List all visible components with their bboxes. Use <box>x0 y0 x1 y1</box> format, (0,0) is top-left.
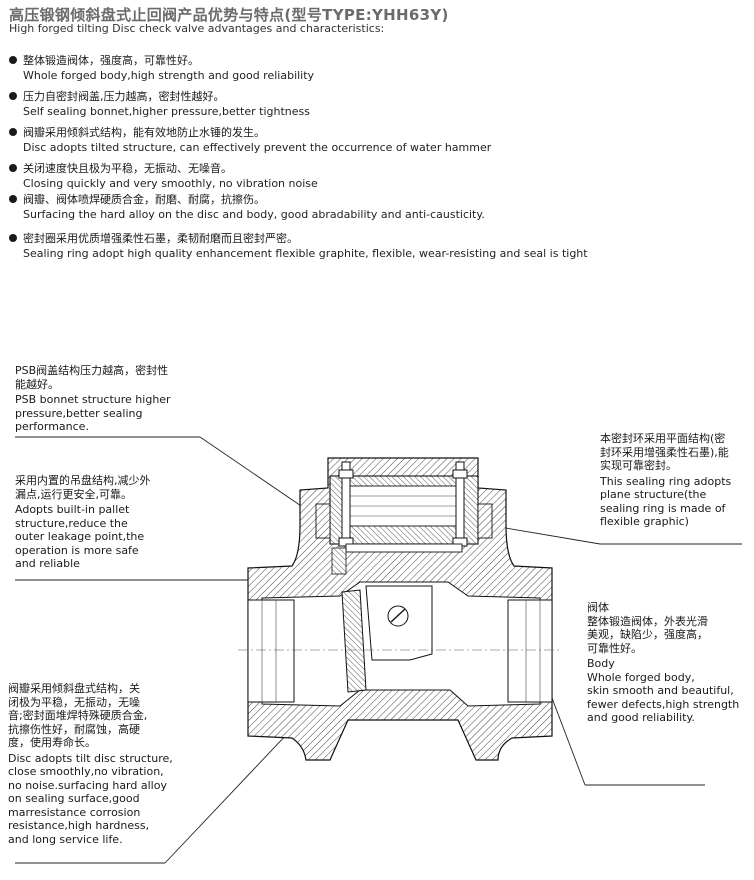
callout-zh: 阀体 整体锻造阀体，外表光滑 美观，缺陷少，强度高， 可靠性好。 <box>587 601 708 655</box>
outlet-socket <box>507 599 553 703</box>
callout-pallet: 采用内置的吊盘结构,减少外 漏点,运行更安全,可靠。 Adopts built-… <box>15 474 215 571</box>
callout-en: Disc adopts tilt disc structure, close s… <box>8 751 173 846</box>
callout-en: Adopts built-in pallet structure,reduce … <box>15 503 145 570</box>
feature-item: 阀瓣、阀体喷焊硬质合金，耐磨、耐腐，抗擦伤。 Surfacing the har… <box>9 193 749 222</box>
callout-zh: 阀瓣采用倾斜盘式结构，关 闭极为平稳，无振动，无噪 音;密封面堆焊特殊硬质合金,… <box>8 682 148 749</box>
page-title: 高压锻钢倾斜盘式止回阀产品优势与特点(型号TYPE:YHH63Y) <box>9 6 449 24</box>
feature-list: 整体锻造阀体，强度高，可靠性好。 Whole forged body,high … <box>9 54 749 268</box>
callout-en: Body Whole forged body, skin smooth and … <box>587 657 740 724</box>
feature-zh: 压力自密封阀盖,压力越高，密封性越好。 <box>23 90 225 103</box>
feature-zh: 密封圈采用优质增强柔性石墨，柔韧耐磨而且密封严密。 <box>23 232 298 245</box>
feature-item: 关闭速度快且极为平稳，无振动、无噪音。 Closing quickly and … <box>9 162 749 191</box>
bonnet-internal-lines <box>346 495 462 517</box>
bullet-icon <box>9 92 17 100</box>
socket-detail-lines <box>261 600 541 702</box>
page-subtitle: High forged tilting Disc check valve adv… <box>9 22 385 35</box>
callout-zh: PSB阀盖结构压力越高，密封性 能越好。 <box>15 364 169 391</box>
callout-sealing-ring: 本密封环采用平面结构(密 封环采用增强柔性石墨),能 实现可靠密封。 This … <box>600 432 750 529</box>
tilting-disc <box>341 589 367 693</box>
hinge-pin-slot <box>390 608 406 623</box>
callout-zh: 本密封环采用平面结构(密 封环采用增强柔性石墨),能 实现可靠密封。 <box>600 432 729 472</box>
feature-en: Sealing ring adopt high quality enhancem… <box>23 247 588 260</box>
bullet-icon <box>9 234 17 242</box>
feature-en: Self sealing bonnet,higher pressure,bett… <box>23 105 310 118</box>
right-lug <box>477 503 493 539</box>
sealing-ring <box>345 543 463 553</box>
inlet-socket <box>247 599 295 703</box>
feature-item: 密封圈采用优质增强柔性石墨，柔韧耐磨而且密封严密。 Sealing ring a… <box>9 232 749 261</box>
callout-psb-bonnet: PSB阀盖结构压力越高，密封性 能越好。 PSB bonnet structur… <box>15 364 215 434</box>
feature-en: Disc adopts tilted structure, can effect… <box>23 141 492 154</box>
left-lug <box>315 503 331 539</box>
feature-en: Whole forged body,high strength and good… <box>23 69 315 82</box>
feature-zh: 关闭速度快且极为平稳，无振动、无噪音。 <box>23 162 232 175</box>
callout-en: PSB bonnet structure higher pressure,bet… <box>15 393 171 433</box>
feature-zh: 整体锻造阀体，强度高，可靠性好。 <box>23 54 199 67</box>
callout-disc: 阀瓣采用倾斜盘式结构，关 闭极为平稳，无振动，无噪 音;密封面堆焊特殊硬质合金,… <box>8 682 208 846</box>
bullet-icon <box>9 195 17 203</box>
feature-item: 阀瓣采用倾斜式结构，能有效地防止水锤的发生。 Disc adopts tilte… <box>9 126 749 155</box>
pressure-seal <box>331 547 347 575</box>
bullet-icon <box>9 56 17 64</box>
bullet-icon <box>9 164 17 172</box>
feature-zh: 阀瓣采用倾斜式结构，能有效地防止水锤的发生。 <box>23 126 265 139</box>
feature-item: 压力自密封阀盖,压力越高，密封性越好。 Self sealing bonnet,… <box>9 90 749 119</box>
feature-zh: 阀瓣、阀体喷焊硬质合金，耐磨、耐腐，抗擦伤。 <box>23 193 265 206</box>
feature-item: 整体锻造阀体，强度高，可靠性好。 Whole forged body,high … <box>9 54 749 83</box>
callout-en: This sealing ring adopts plane structure… <box>600 474 732 529</box>
callout-body: 阀体 整体锻造阀体，外表光滑 美观，缺陷少，强度高， 可靠性好。 Body Wh… <box>587 601 752 725</box>
callout-zh: 采用内置的吊盘结构,减少外 漏点,运行更安全,可靠。 <box>15 474 151 501</box>
feature-en: Closing quickly and very smoothly, no vi… <box>23 177 318 190</box>
bullet-icon <box>9 128 17 136</box>
feature-en: Surfacing the hard alloy on the disc and… <box>23 208 485 221</box>
